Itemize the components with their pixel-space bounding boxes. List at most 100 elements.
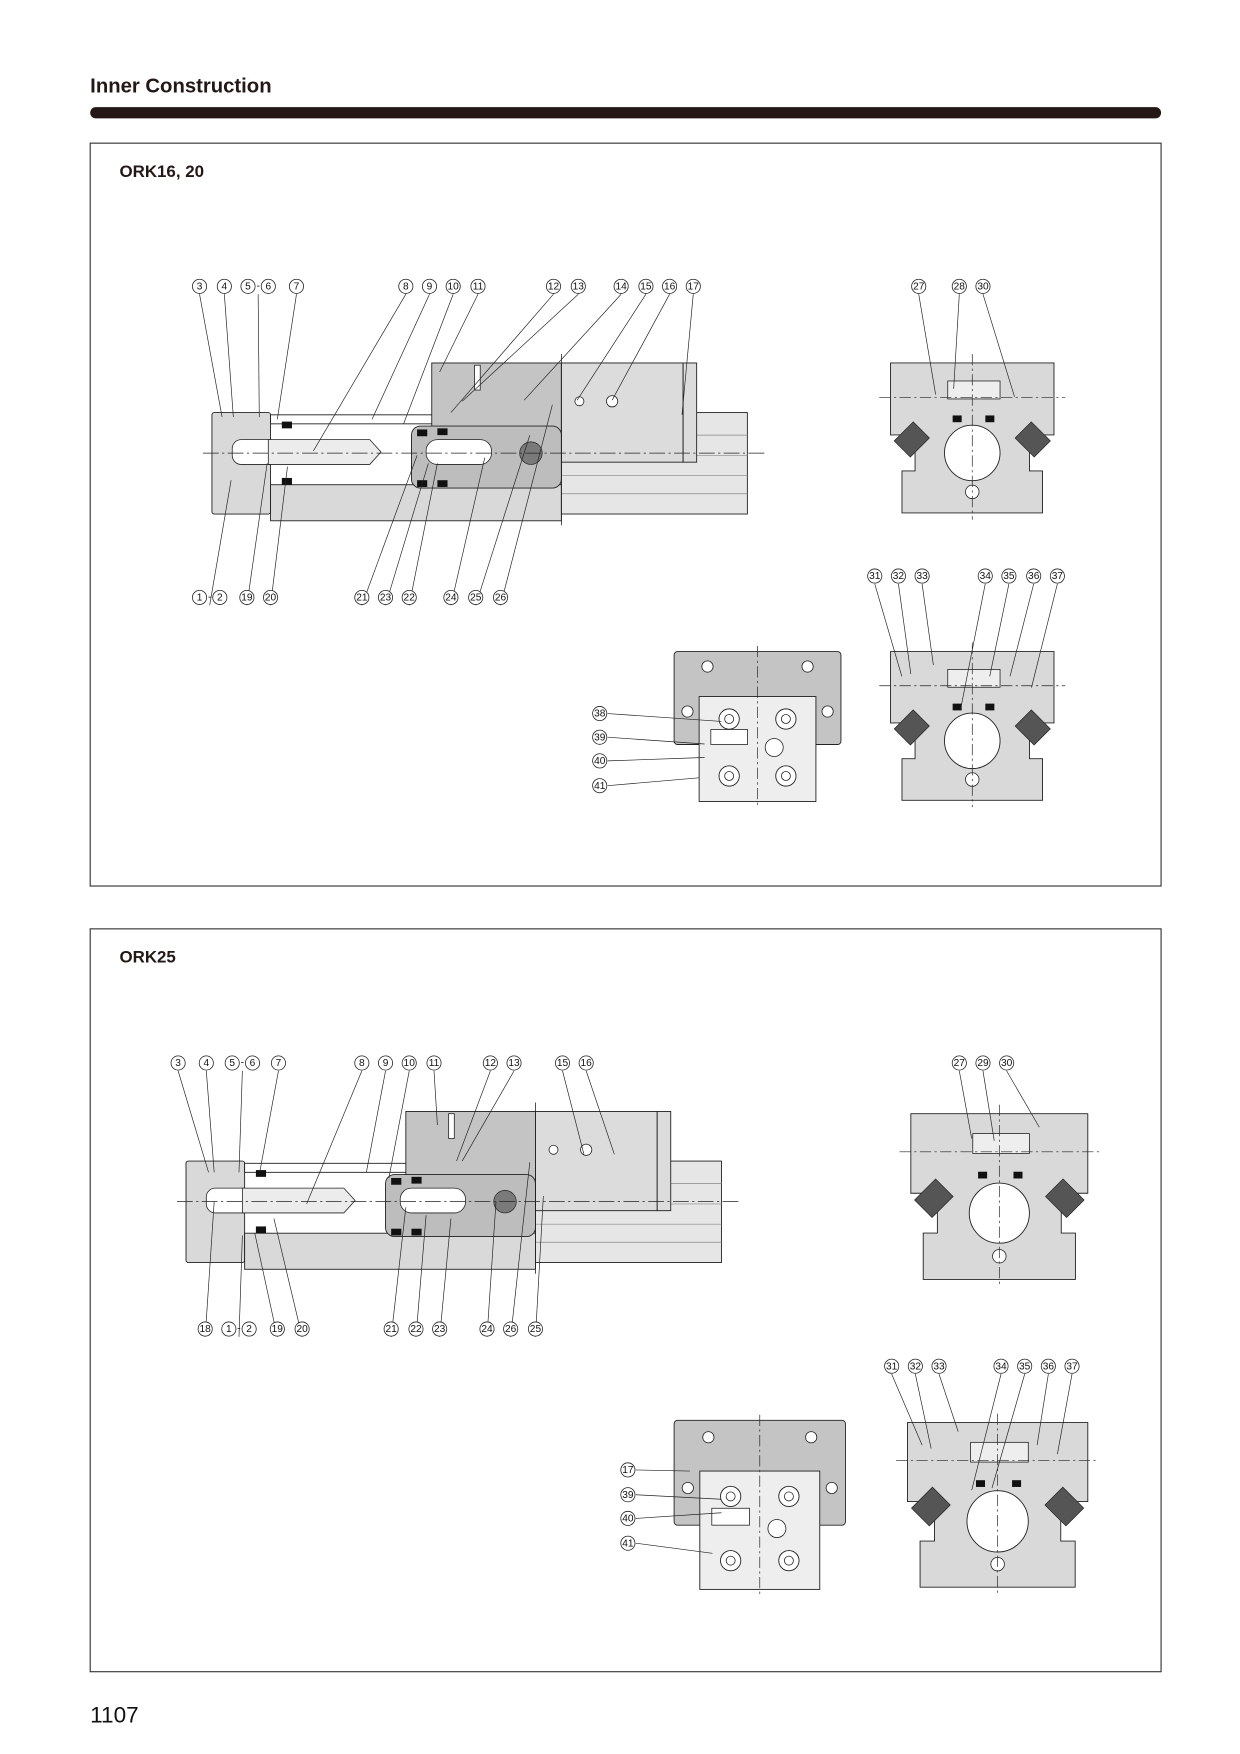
part-callout: 2727	[911, 278, 936, 395]
leader-line	[898, 583, 912, 675]
leader-line	[607, 777, 699, 787]
part-callout: 2626	[503, 1162, 531, 1337]
roller-right	[1014, 421, 1051, 458]
callout-number: 21	[386, 1324, 398, 1335]
section-ork25: ORK25 33445-65-6778899101011111212131315…	[89, 928, 1162, 1673]
callout-number: 25	[530, 1324, 542, 1335]
callout-circle	[241, 1321, 257, 1337]
diagrams-ork16-20: 33445-65-6778899101011111212131314141515…	[192, 278, 1066, 808]
callout-circle	[1049, 568, 1065, 584]
part-callout: 3535	[989, 568, 1017, 677]
leader-line	[562, 1070, 585, 1155]
leader-line	[390, 1207, 407, 1337]
callout-circle	[221, 1321, 237, 1337]
callout-number: 2	[246, 1324, 252, 1335]
pin	[448, 1113, 455, 1139]
cylinder-tube-bottom	[270, 484, 562, 522]
callout-number: 5	[229, 1058, 235, 1069]
callout-number: 41	[622, 1538, 634, 1549]
callout-number: 10	[404, 1058, 416, 1069]
part-callout: 33	[170, 1055, 209, 1173]
leader-line	[510, 1162, 531, 1337]
leader-line	[461, 293, 579, 402]
leader-line	[918, 294, 936, 395]
leader-line	[500, 404, 553, 606]
callout-circle	[408, 1321, 424, 1337]
leader-line	[238, 1070, 243, 1173]
callout-circle	[951, 1055, 967, 1071]
screw-hole	[821, 705, 834, 718]
callout-circle	[592, 778, 608, 794]
part-callout: 1-21-2	[192, 480, 232, 606]
seal	[437, 480, 448, 487]
callout-circle	[294, 1321, 310, 1337]
callout-number: 20	[265, 593, 277, 604]
part-callout: 99	[366, 1055, 394, 1173]
leader-line	[209, 480, 232, 606]
part-callout: 1313	[461, 1055, 522, 1162]
callout-circle	[426, 1055, 442, 1071]
leader-line	[254, 1233, 278, 1337]
leader-line	[415, 1215, 427, 1337]
side-section-view	[176, 1102, 739, 1274]
slide-block	[535, 1111, 658, 1212]
callout-circle	[555, 1055, 571, 1071]
leader-line	[635, 1542, 713, 1554]
screw-hole	[681, 705, 694, 718]
section-ork16-20: ORK16, 20 33445-65-677889910101111121213…	[89, 142, 1162, 887]
callout-circle	[240, 278, 256, 294]
part-callout: 1515	[576, 278, 654, 401]
callout-number: 26	[505, 1324, 517, 1335]
callout-number: 21	[356, 593, 368, 604]
callout-number: 26	[495, 593, 507, 604]
callout-number: 40	[622, 1513, 634, 1524]
callout-circle	[378, 1055, 394, 1071]
callout-circle	[1017, 1358, 1033, 1374]
leader-line	[385, 463, 429, 606]
callout-number: 22	[410, 1324, 422, 1335]
callout-circle	[867, 568, 883, 584]
seal	[411, 1176, 422, 1184]
adjust-bolt	[710, 729, 748, 745]
part-callout: 3030	[999, 1055, 1040, 1128]
callout-number: 8	[359, 1058, 365, 1069]
callout-circle	[1064, 1358, 1080, 1374]
part-callout: 3939	[620, 1487, 636, 1503]
port-inner	[725, 1491, 736, 1502]
callout-circle	[470, 278, 486, 294]
screw-hole	[574, 396, 585, 407]
seal	[281, 477, 292, 485]
part-callout: 3535	[991, 1358, 1033, 1489]
callout-number: 27	[913, 281, 925, 292]
callout-circle	[570, 278, 586, 294]
callout-number: 3	[197, 281, 203, 292]
part-callout: 2424	[443, 457, 486, 606]
seal	[985, 415, 995, 423]
part-callout: 4040	[620, 1510, 636, 1526]
callout-circle	[401, 1055, 417, 1071]
seal	[952, 703, 962, 711]
callout-number: 31	[869, 571, 881, 582]
leader-line	[361, 455, 418, 606]
leader-line	[1057, 1374, 1073, 1455]
callout-number: 30	[1001, 1058, 1013, 1069]
part-callout: 3939	[592, 729, 608, 745]
callout-number: 39	[594, 732, 606, 743]
callout-number: 19	[241, 593, 253, 604]
callout-number: 7	[294, 281, 300, 292]
leader-line	[535, 1195, 544, 1337]
leader-line	[450, 457, 486, 606]
part-callout: 1717	[681, 278, 701, 415]
section-title: ORK25	[120, 948, 176, 967]
part-callout: 1616	[578, 1055, 615, 1155]
piston-bore	[399, 1187, 466, 1214]
part-callout: 2929	[975, 1055, 995, 1141]
port-inner	[780, 771, 791, 781]
callout-circle	[192, 589, 208, 605]
end-view	[673, 645, 842, 806]
leader-line	[439, 1218, 452, 1337]
callout-number: 6	[250, 1058, 256, 1069]
callout-circle	[263, 589, 279, 605]
leader-line	[371, 294, 430, 420]
